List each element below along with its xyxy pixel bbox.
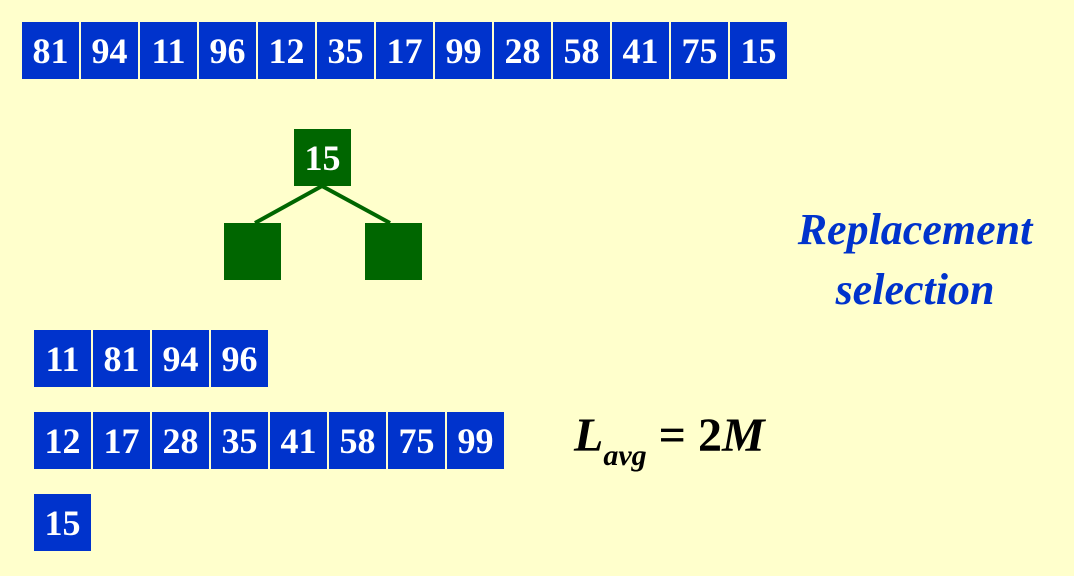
run-3-cell: 15 <box>34 494 91 551</box>
run-2-cell: 75 <box>388 412 445 469</box>
input-sequence-cell: 17 <box>376 22 433 79</box>
input-sequence-cell: 96 <box>199 22 256 79</box>
input-sequence-cell: 94 <box>81 22 138 79</box>
input-sequence-cell: 11 <box>140 22 197 79</box>
input-sequence-cell: 35 <box>317 22 374 79</box>
run-2-cell: 12 <box>34 412 91 469</box>
input-sequence-cell: 75 <box>671 22 728 79</box>
formula-subscript: avg <box>603 439 647 472</box>
run-2-cell: 99 <box>447 412 504 469</box>
input-sequence-cell: 99 <box>435 22 492 79</box>
input-sequence-cell: 41 <box>612 22 669 79</box>
tree-node-right <box>365 223 422 280</box>
input-sequence-cell: 15 <box>730 22 787 79</box>
run-1-cell: 94 <box>152 330 209 387</box>
input-sequence-cell: 12 <box>258 22 315 79</box>
run-1-cell: 11 <box>34 330 91 387</box>
caption: Replacement selection <box>770 200 1060 320</box>
run-1-cell: 96 <box>211 330 268 387</box>
run-2-cell: 41 <box>270 412 327 469</box>
formula-lhs: L <box>574 409 604 462</box>
formula-equals: = <box>646 409 699 462</box>
edge-root-right <box>321 184 391 225</box>
input-sequence-cell: 28 <box>494 22 551 79</box>
edge-root-left <box>254 184 323 225</box>
formula-rhs-var: M <box>722 409 765 462</box>
input-sequence-cell: 58 <box>553 22 610 79</box>
caption-line-2: selection <box>835 265 995 314</box>
run-2-cell: 17 <box>93 412 150 469</box>
run-2-cell: 35 <box>211 412 268 469</box>
run-2-cell: 58 <box>329 412 386 469</box>
tree-node-left <box>224 223 281 280</box>
caption-line-1: Replacement <box>797 205 1033 254</box>
tree-node-root: 15 <box>294 129 351 186</box>
run-2-cell: 28 <box>152 412 209 469</box>
input-sequence-cell: 81 <box>22 22 79 79</box>
formula-coefficient: 2 <box>698 409 723 462</box>
run-1-cell: 81 <box>93 330 150 387</box>
run-3: 15 <box>34 494 91 551</box>
formula: Lavg = 2M <box>574 408 765 473</box>
